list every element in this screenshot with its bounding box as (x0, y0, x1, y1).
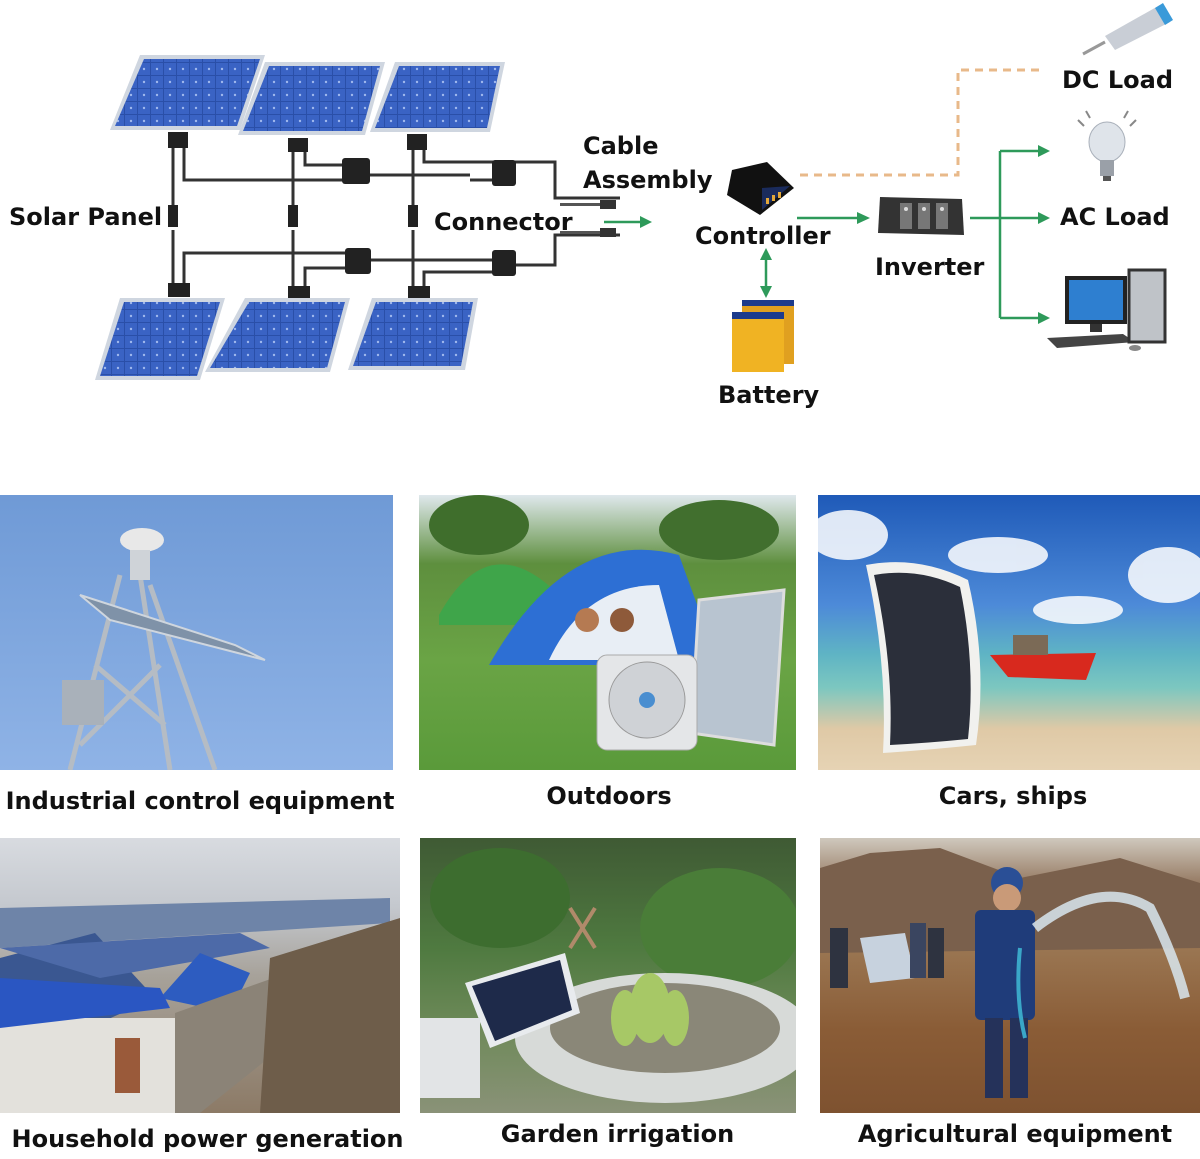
photo-agricultural-equipment (820, 838, 1200, 1113)
inverter-label: Inverter (875, 253, 985, 281)
photo-garden-irrigation (420, 838, 796, 1113)
light-bulb-icon (1077, 110, 1137, 181)
battery-icon (732, 300, 794, 372)
caption-household-power: Household power generation (11, 1125, 404, 1153)
caption-outdoors: Outdoors (546, 782, 672, 810)
solar-panel-icon (238, 62, 385, 135)
caption-agricultural-equipment: Agricultural equipment (857, 1120, 1173, 1148)
dc-load-lamp-icon (1082, 3, 1173, 56)
computer-icon (1047, 268, 1167, 351)
controller-label: Controller (695, 222, 831, 250)
solar-panel-icon (370, 62, 505, 132)
caption-cars-ships: Cars, ships (938, 782, 1088, 810)
caption-garden-irrigation: Garden irrigation (500, 1120, 735, 1148)
cable-assembly-label-2: Assembly (583, 166, 713, 194)
photo-industrial-control (0, 495, 393, 770)
connector-label: Connector (434, 208, 573, 236)
dc-load-label: DC Load (1062, 66, 1174, 94)
photo-outdoors (419, 495, 796, 770)
solar-panel-icon (95, 298, 225, 380)
solar-panel-icon (110, 55, 265, 130)
flow-arrows (604, 68, 1050, 324)
cable-assembly-label-1: Cable (583, 132, 659, 160)
ac-load-label: AC Load (1060, 203, 1170, 231)
solar-panel-icon (348, 298, 478, 370)
photo-cars-ships (818, 495, 1200, 770)
solar-panel-icon (205, 298, 350, 372)
cable-plug-icon (560, 200, 616, 237)
caption-industrial-control: Industrial control equipment (5, 787, 395, 815)
battery-label: Battery (718, 381, 820, 409)
inverter-icon (878, 197, 964, 235)
photo-household-power (0, 838, 400, 1113)
solar-panel-array (95, 55, 620, 380)
controller-icon (727, 162, 794, 215)
solar-panel-label: Solar Panel (9, 203, 163, 231)
